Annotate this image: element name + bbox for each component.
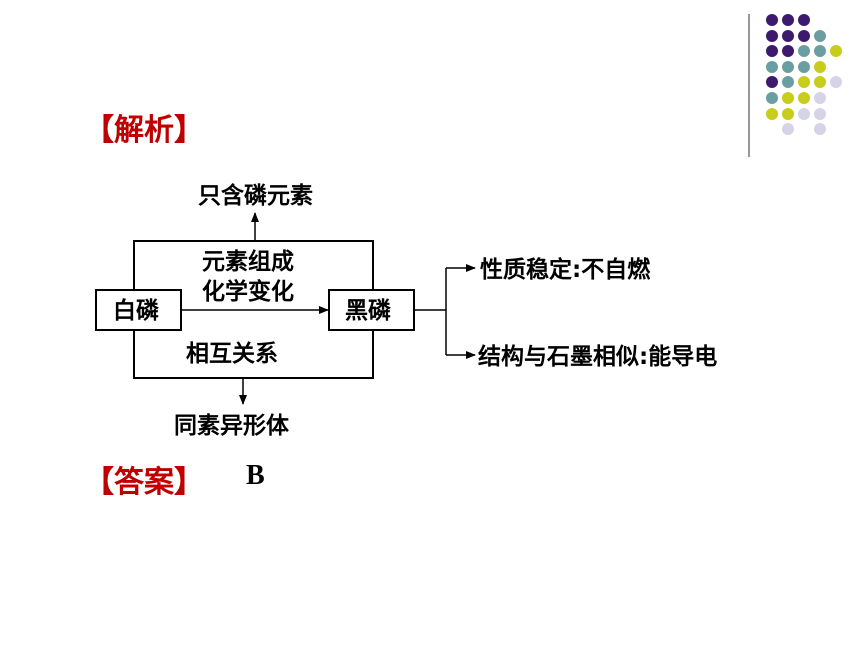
composition-label-2: 化学变化 [202,278,294,305]
black-phosphorus-box [328,289,415,331]
black-phosphorus-label: 黑磷 [345,298,391,324]
white-phosphorus-box [95,289,182,331]
answer-value: B [246,460,265,491]
analysis-heading: 【解析】 [84,113,204,148]
allotropes-label: 同素异形体 [174,412,290,439]
contains-only-label: 只含磷元素 [198,182,313,209]
composition-label-1: 元素组成 [202,248,294,275]
property-label: 性质稳定:不自燃 [480,256,651,283]
structure-label: 结构与石墨相似:能导电 [478,343,717,370]
answer-heading: 【答案】 [84,465,204,500]
relationship-label: 相互关系 [186,340,278,367]
white-phosphorus-label: 白磷 [113,297,159,324]
